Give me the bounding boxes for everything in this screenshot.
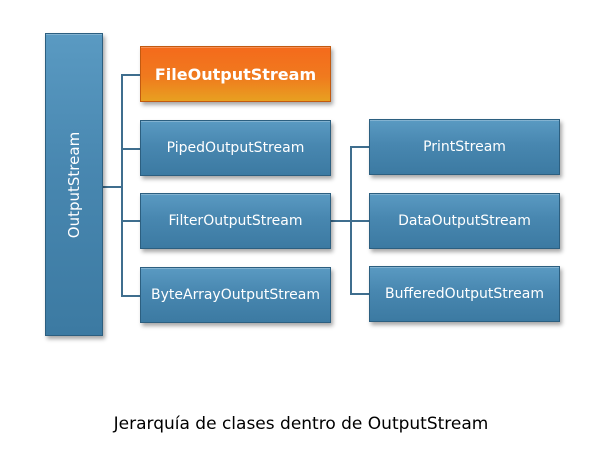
connector-to-dataoutputstream	[350, 220, 369, 222]
class-hierarchy-diagram: OutputStream FileOutputStream PipedOutpu…	[45, 33, 560, 336]
node-bufferedoutputstream: BufferedOutputStream	[369, 266, 560, 322]
connector-to-printstream	[350, 146, 369, 148]
node-pipedoutputstream-label: PipedOutputStream	[166, 140, 305, 156]
node-filteroutputstream-label: FilterOutputStream	[168, 213, 303, 229]
figure-caption: Jerarquía de clases dentro de OutputStre…	[113, 414, 489, 434]
connector-filter-stem	[331, 220, 351, 222]
connector-root-stem	[103, 186, 122, 188]
node-fileoutputstream: FileOutputStream	[140, 46, 331, 102]
node-printstream: PrintStream	[369, 119, 560, 175]
node-outputstream-label: OutputStream	[65, 131, 84, 238]
node-bytearrayoutputstream-label: ByteArrayOutputStream	[151, 287, 320, 303]
connector-to-filteroutputstream	[121, 220, 140, 222]
connector-to-bytearrayoutputstream	[121, 295, 140, 297]
connector-to-bufferedoutputstream	[350, 293, 369, 295]
node-filteroutputstream: FilterOutputStream	[140, 193, 331, 249]
node-fileoutputstream-label: FileOutputStream	[154, 64, 317, 84]
connector-to-pipedoutputstream	[121, 148, 140, 150]
connector-to-fileoutputstream	[121, 74, 140, 76]
connector-level1-spine	[121, 75, 123, 297]
node-bufferedoutputstream-label: BufferedOutputStream	[385, 286, 544, 302]
node-dataoutputstream-label: DataOutputStream	[398, 213, 531, 229]
node-dataoutputstream: DataOutputStream	[369, 193, 560, 249]
node-bytearrayoutputstream: ByteArrayOutputStream	[140, 267, 331, 323]
node-outputstream: OutputStream	[45, 33, 103, 336]
node-printstream-label: PrintStream	[423, 139, 506, 155]
node-pipedoutputstream: PipedOutputStream	[140, 120, 331, 176]
